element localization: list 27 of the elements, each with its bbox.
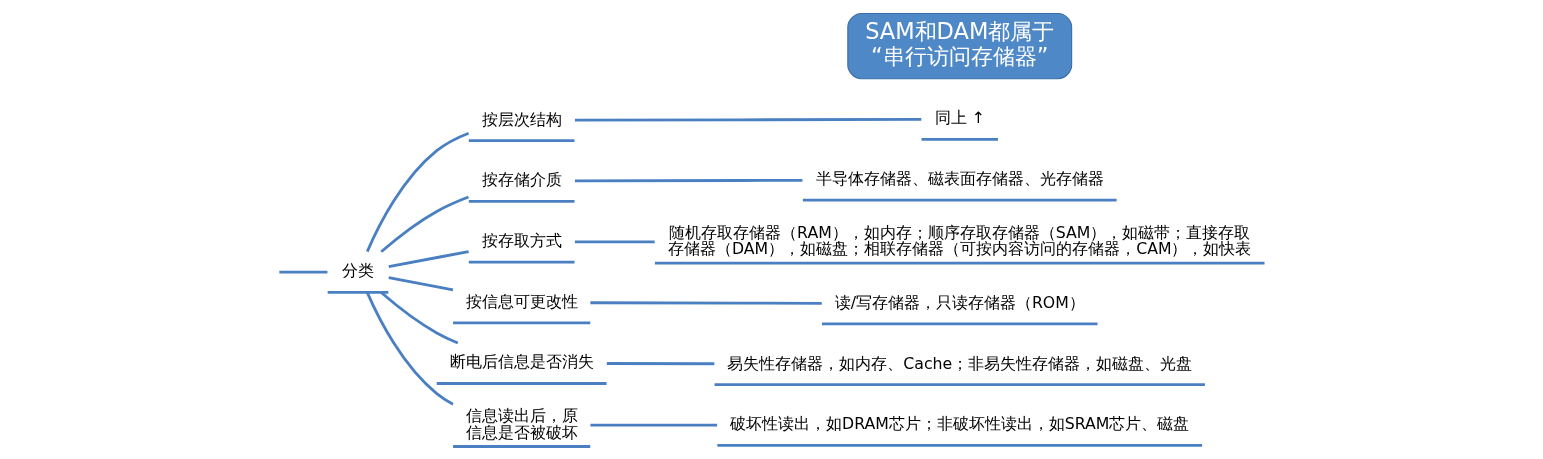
node-text: 按层次结构	[481, 109, 562, 128]
connector	[574, 117, 922, 122]
node-text: 破坏性读出，如DRAM芯片；非破坏性读出，如SRAM芯片、磁盘	[730, 413, 1190, 433]
connector	[279, 270, 328, 274]
node-text: 断电后信息是否消失	[449, 351, 594, 371]
connector	[388, 249, 469, 268]
connector	[380, 195, 469, 253]
node-box: SAM和DAM都属于“串行访问存储器”	[847, 12, 1073, 79]
connector	[606, 361, 715, 365]
node-text: 随机存取存储器（RAM），如内存；顺序存取存储器（SAM），如磁带；直接存取存储器（DAM），如磁盘；相联存储器（可按内容访问的存储器，CAM），如快表	[667, 222, 1252, 258]
connector	[574, 239, 655, 243]
connector	[590, 423, 718, 427]
connector	[380, 291, 459, 344]
connector	[388, 275, 454, 291]
node-text: 半导体存储器、磁表面存储器、光存储器	[815, 168, 1104, 188]
node-text: 按存取方式	[481, 230, 562, 250]
connector	[366, 291, 454, 406]
node-text: 易失性存储器，如内存、Cache；非易失性存储器，如磁盘、光盘	[727, 353, 1193, 373]
node-text: 信息读出后，原信息是否被破坏	[465, 405, 578, 442]
node-text: 按存储介质	[481, 169, 562, 189]
node-text: 分类	[342, 260, 375, 280]
node-text: 读/写存储器，只读存储器（ROM）	[834, 292, 1085, 312]
connector	[590, 300, 822, 305]
node-text: 同上 ↑	[934, 107, 985, 127]
connector	[366, 131, 470, 252]
connector	[574, 178, 803, 182]
node-text: 按信息可更改性	[465, 291, 578, 311]
